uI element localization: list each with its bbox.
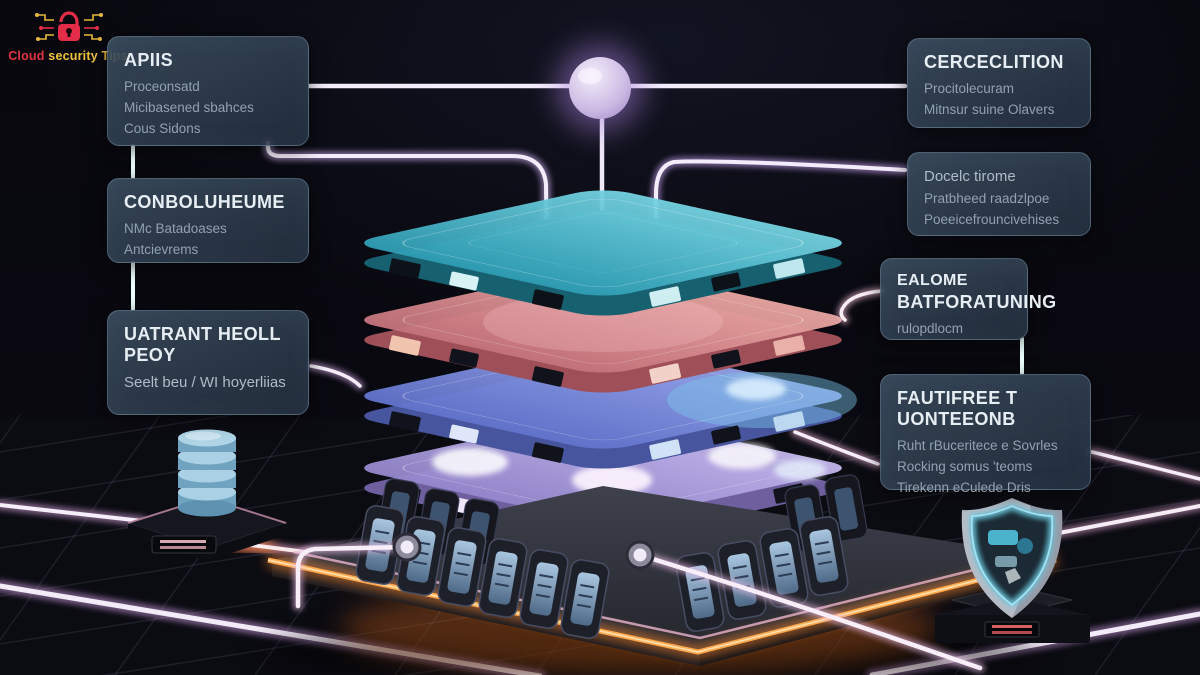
brand-word-cloud: Cloud [8, 49, 45, 63]
callout-ealome-title1: EALOME [897, 272, 968, 289]
platform-pipe-ports [293, 532, 985, 673]
callout-fautifree-line: Rocking somus 'teoms [897, 459, 1033, 475]
callout-docelc-line: Pratbheed raadzlpoe [924, 191, 1050, 207]
callout-conbol-title: CONBOLUHEUME [124, 192, 285, 212]
database-icon [178, 429, 236, 517]
brand-logo: Cloud security Tips [8, 6, 128, 63]
callout-apis: APIIS Proceonsatd Micibasened sbahces Co… [107, 36, 309, 146]
callout-fautifree-line: Ruht rBuceritece e Sovrles [897, 438, 1058, 453]
callout-uatrant: UATRANT HEOLL PEOY Seelt beu / WI hoyerl… [107, 310, 309, 415]
callout-cerceclition-line: Mitnsur suine Olavers [924, 102, 1055, 118]
callout-conbol: CONBOLUHEUME NMc Batadoases Antcievrems [107, 178, 309, 263]
callout-uatrant-line: Seelt beu / WI hoyerliias [124, 374, 286, 391]
shield-icon [961, 498, 1063, 618]
layer-1-teal [364, 190, 842, 316]
callout-cerceclition-line: Procitolecuram [924, 81, 1015, 96]
callout-fautifree-title: FAUTIFREE T UONTEEONB [897, 388, 1018, 429]
callout-ealome-line: rulopdlocm [897, 321, 964, 336]
callout-fautifree: FAUTIFREE T UONTEEONB Ruht rBuceritece e… [880, 374, 1091, 495]
callout-docelc-line: Poeeicefrouncivehises [924, 212, 1060, 228]
callout-docelc: Docelc tirome Pratbheed raadzlpoe Poeeic… [907, 152, 1091, 236]
callout-uatrant-title: UATRANT HEOLL PEOY [124, 324, 281, 365]
callout-apis-title: APIIS [124, 50, 174, 70]
callout-apis-line: Proceonsatd [124, 79, 200, 94]
callout-apis-line: Cous Sidons [124, 121, 201, 137]
sphere-node [556, 44, 644, 132]
callout-ealome-title2: BATFORATUNING [897, 292, 1057, 312]
layer-2-red [364, 267, 842, 393]
callout-fautifree-line: Tirekenn eCulede Dris [897, 480, 1031, 496]
callout-cerceclition: CERCECLITION Procitolecuram Mitnsur suin… [907, 38, 1091, 128]
side-connectors [128, 141, 1027, 378]
callout-conbol-line: Antcievrems [124, 242, 199, 258]
callout-apis-line: Micibasened sbahces [124, 100, 254, 116]
callout-conbol-line: NMc Batadoases [124, 221, 227, 236]
callout-docelc-line: Docelc tirome [924, 168, 1016, 185]
callout-cerceclition-title: CERCECLITION [924, 52, 1064, 72]
layer-stack [364, 190, 857, 541]
callout-ealome: EALOME BATFORATUNING rulopdlocm [880, 258, 1057, 340]
lock-circuit-icon [35, 11, 103, 41]
